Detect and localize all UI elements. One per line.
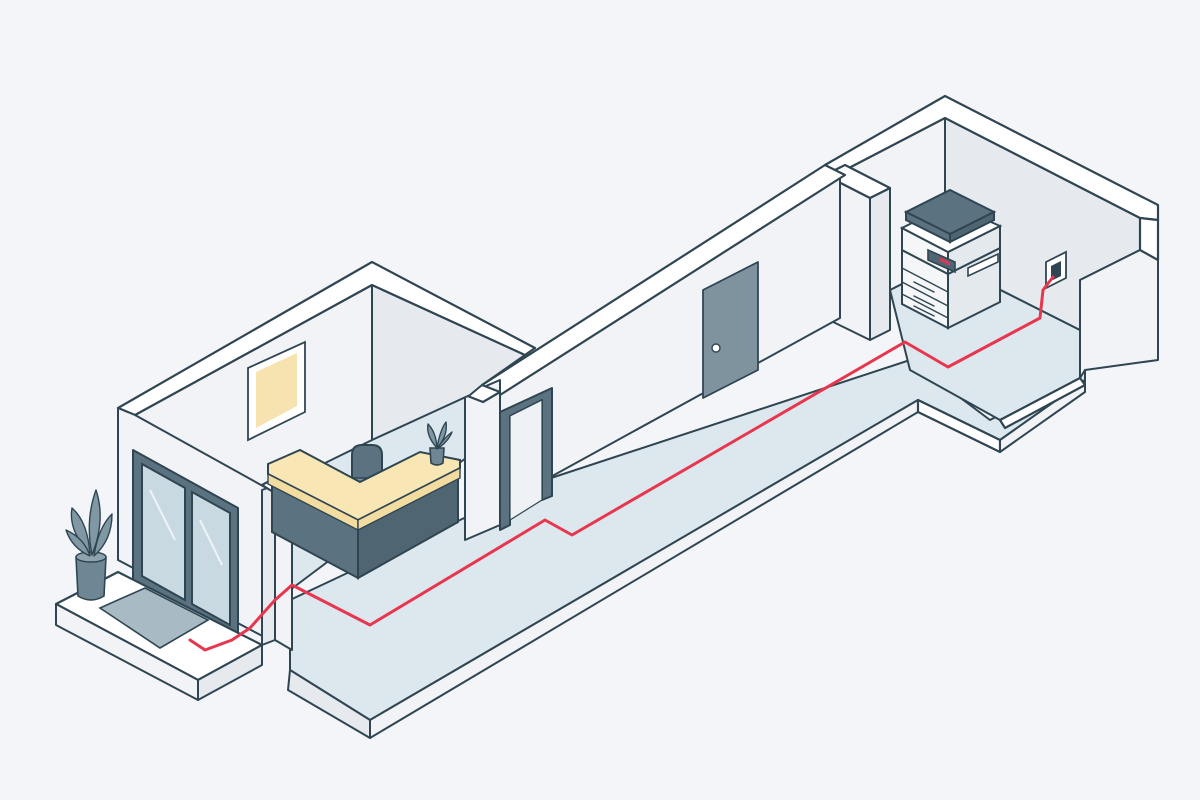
door-leaf-right[interactable] bbox=[191, 490, 231, 627]
wall-art bbox=[247, 340, 306, 442]
closed-door[interactable] bbox=[702, 261, 759, 399]
potted-plant-icon bbox=[427, 421, 453, 466]
printer-room-pillar-side bbox=[869, 187, 891, 341]
printer-room-ledge bbox=[998, 376, 1087, 430]
glass-double-door[interactable] bbox=[132, 449, 239, 639]
network-cable bbox=[188, 275, 1055, 652]
multifunction-printer-icon[interactable] bbox=[899, 188, 1003, 330]
hallway-pillar bbox=[464, 379, 501, 541]
potted-plant-icon bbox=[65, 489, 113, 601]
door-leaf-left[interactable] bbox=[141, 462, 186, 602]
doormat bbox=[98, 587, 210, 649]
reception-desk bbox=[267, 444, 461, 580]
doorway bbox=[499, 387, 553, 531]
printer-room-east-cap bbox=[1138, 216, 1160, 262]
door-knob[interactable] bbox=[711, 343, 721, 353]
